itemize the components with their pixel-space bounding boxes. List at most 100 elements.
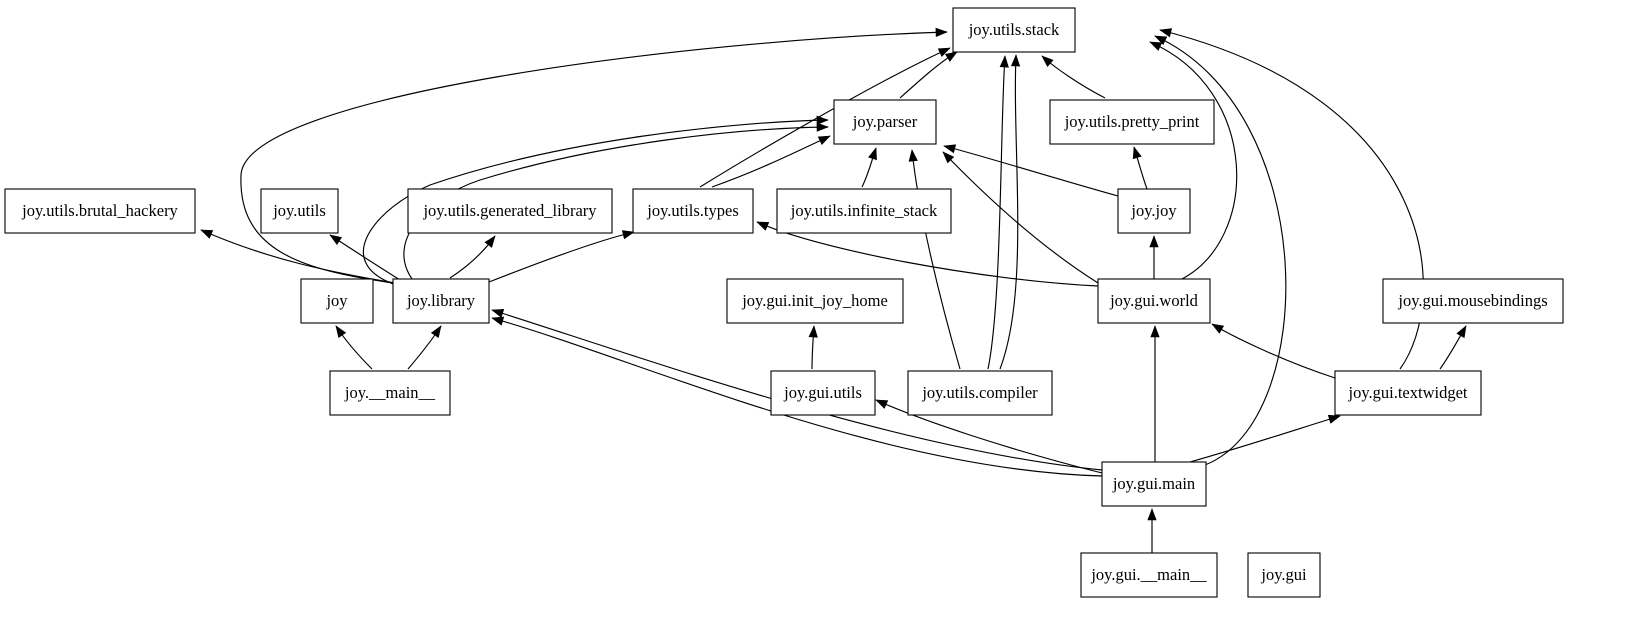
node-box[interactable] xyxy=(1334,370,1482,416)
node-label: joy xyxy=(325,291,348,310)
graph-edge xyxy=(899,51,958,99)
graph-edge xyxy=(407,325,442,370)
node-label: joy.utils.types xyxy=(646,201,739,220)
edge-arrowhead xyxy=(816,115,829,125)
node-label: joy.gui.__main__ xyxy=(1090,565,1207,584)
edge-arrowhead xyxy=(1211,323,1225,334)
node-box[interactable] xyxy=(300,278,374,324)
node-box[interactable] xyxy=(1382,278,1564,324)
edge-arrowhead xyxy=(908,149,918,162)
graph-node-library[interactable]: joy.library xyxy=(392,278,490,324)
graph-edge xyxy=(1041,55,1106,99)
node-box[interactable] xyxy=(776,188,952,234)
node-box[interactable] xyxy=(1117,188,1191,234)
node-label: joy.utils.compiler xyxy=(921,383,1038,402)
graph-node-generated_library[interactable]: joy.utils.generated_library xyxy=(407,188,613,234)
node-box[interactable] xyxy=(329,370,451,416)
edge-arrowhead xyxy=(756,221,770,231)
edge-arrowhead xyxy=(1154,35,1168,45)
node-box[interactable] xyxy=(407,188,613,234)
graph-node-utils_brutal[interactable]: joy.utils.brutal_hackery xyxy=(4,188,196,234)
graph-node-utils_stack[interactable]: joy.utils.stack xyxy=(952,7,1076,53)
graph-edge xyxy=(943,144,1119,197)
graph-edge xyxy=(329,234,401,281)
graph-node-utils_pretty_print[interactable]: joy.utils.pretty_print xyxy=(1049,99,1215,145)
graph-edge xyxy=(875,399,1103,474)
edge-line xyxy=(240,31,948,284)
node-box[interactable] xyxy=(952,7,1076,53)
graph-node-gui_main_dunder[interactable]: joy.gui.__main__ xyxy=(1080,552,1218,598)
graph-edge xyxy=(1154,35,1287,466)
node-box[interactable] xyxy=(1101,461,1207,507)
node-label: joy.library xyxy=(406,291,476,310)
graph-node-gui_utils[interactable]: joy.gui.utils xyxy=(770,370,876,416)
graph-edge xyxy=(240,27,948,284)
node-label: joy.gui.main xyxy=(1112,474,1195,493)
edge-arrowhead xyxy=(1456,325,1467,339)
node-box[interactable] xyxy=(833,99,937,145)
edge-line xyxy=(911,149,961,370)
node-box[interactable] xyxy=(770,370,876,416)
edge-line xyxy=(699,47,951,188)
edge-line xyxy=(1154,35,1287,466)
node-box[interactable] xyxy=(1049,99,1215,145)
graph-edge xyxy=(908,149,961,370)
graph-node-parser[interactable]: joy.parser xyxy=(833,99,937,145)
node-label: joy.utils.brutal_hackery xyxy=(21,201,178,220)
node-label: joy.utils.stack xyxy=(968,20,1060,39)
node-label: joy.gui.init_joy_home xyxy=(741,291,888,310)
edge-arrowhead xyxy=(1149,41,1163,51)
graph-node-init_joy_home[interactable]: joy.gui.init_joy_home xyxy=(726,278,904,324)
graph-edge xyxy=(861,147,877,188)
edge-arrowhead xyxy=(1149,235,1159,248)
node-label: joy.utils.pretty_print xyxy=(1064,112,1200,131)
graph-edge xyxy=(999,54,1021,370)
graph-edge xyxy=(335,325,373,370)
graph-edge xyxy=(449,235,496,279)
graph-node-utils_types[interactable]: joy.utils.types xyxy=(632,188,754,234)
edge-line xyxy=(999,54,1019,370)
node-label: joy.parser xyxy=(852,112,918,131)
node-box[interactable] xyxy=(907,370,1053,416)
edge-arrowhead xyxy=(943,144,957,154)
edge-arrowhead xyxy=(430,325,442,338)
graph-node-joy[interactable]: joy xyxy=(300,278,374,324)
node-box[interactable] xyxy=(4,188,196,234)
graph-edge xyxy=(1132,146,1148,190)
graph-node-joy_main[interactable]: joy.__main__ xyxy=(329,370,451,416)
edges-layer xyxy=(200,27,1467,553)
graph-edge xyxy=(488,230,635,283)
graph-node-textwidget[interactable]: joy.gui.textwidget xyxy=(1334,370,1482,416)
graph-node-mousebindings[interactable]: joy.gui.mousebindings xyxy=(1382,278,1564,324)
graph-node-joy_joy[interactable]: joy.joy xyxy=(1117,188,1191,234)
edge-line xyxy=(943,145,1119,197)
node-box[interactable] xyxy=(632,188,754,234)
node-label: joy.utils xyxy=(272,201,326,220)
edge-arrowhead xyxy=(621,230,635,240)
node-box[interactable] xyxy=(260,188,339,234)
node-box[interactable] xyxy=(392,278,490,324)
edge-line xyxy=(942,151,1099,284)
node-label: joy.utils.infinite_stack xyxy=(790,201,938,220)
graph-node-utils[interactable]: joy.utils xyxy=(260,188,339,234)
node-label: joy.gui xyxy=(1260,565,1307,584)
node-box[interactable] xyxy=(1097,278,1211,324)
edge-arrowhead xyxy=(1041,55,1054,67)
graph-node-utils_compiler[interactable]: joy.utils.compiler xyxy=(907,370,1053,416)
node-box[interactable] xyxy=(1080,552,1218,598)
graph-node-gui_world[interactable]: joy.gui.world xyxy=(1097,278,1211,324)
edge-line xyxy=(987,55,1006,370)
node-box[interactable] xyxy=(726,278,904,324)
graph-node-infinite_stack[interactable]: joy.utils.infinite_stack xyxy=(776,188,952,234)
edge-arrowhead xyxy=(868,147,877,161)
edge-arrowhead xyxy=(491,309,505,318)
edge-arrowhead xyxy=(935,27,948,37)
graph-edge xyxy=(200,229,396,284)
graph-node-gui_main[interactable]: joy.gui.main xyxy=(1101,461,1207,507)
graph-node-gui[interactable]: joy.gui xyxy=(1247,552,1321,598)
node-box[interactable] xyxy=(1247,552,1321,598)
node-label: joy.gui.world xyxy=(1109,291,1199,310)
node-label: joy.joy xyxy=(1130,201,1177,220)
